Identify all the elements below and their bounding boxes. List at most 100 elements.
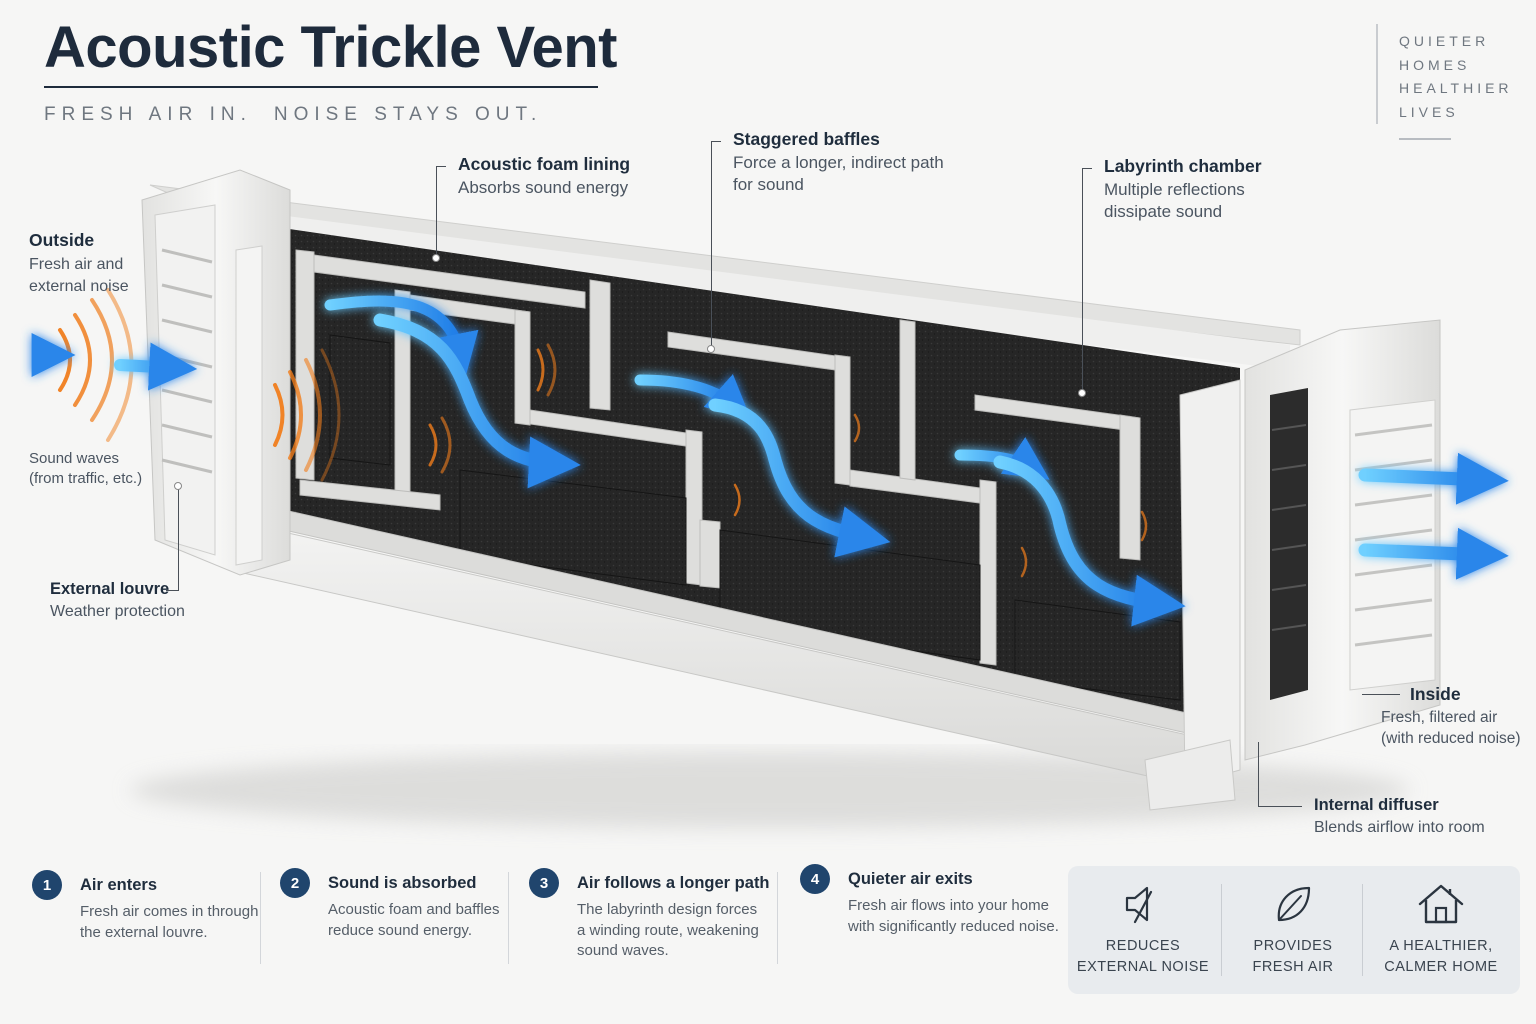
step-2-desc-line-1: Acoustic foam and baffles [328, 901, 500, 918]
callout-external-louvre: External louvre Weather protection [50, 580, 185, 623]
airflow-arrows [4, 295, 1509, 627]
step-divider-2 [508, 872, 509, 964]
benefit-fresh-air: PROVIDES FRESH AIR [1218, 866, 1368, 994]
callout-acoustic-foam-desc: Absorbs sound energy [458, 178, 629, 197]
step-4-desc-line-2: with significantly reduced noise. [848, 917, 1059, 935]
step-1-desc-line-1: Fresh air comes in through [80, 903, 259, 920]
housing-top-lip [240, 210, 1290, 370]
benefits-panel: REDUCES EXTERNAL NOISE PROVIDES FRESH AI… [1068, 866, 1520, 994]
benefit-divider-1 [1221, 884, 1222, 976]
ground-shadow [130, 752, 1410, 828]
benefit-calmer-home: A HEALTHIER, CALMER HOME [1366, 866, 1516, 994]
step-3-title: Air follows a longer path [577, 874, 770, 892]
benefit-reduces-noise-text: REDUCES EXTERNAL NOISE [1068, 936, 1218, 978]
callout-staggered-baffles-desc-1: Force a longer, indirect path [733, 153, 944, 172]
callout-outside-desc-2: external noise [29, 278, 129, 295]
step-3-desc-line-1: The labyrinth design forces [577, 901, 758, 918]
leader-internal-diffuser-v [1258, 742, 1259, 807]
leader-staggered-baffles-dot [707, 345, 715, 353]
benefit-reduces-noise-line-1: REDUCES [1105, 938, 1181, 954]
tagline: FRESH AIR IN. NOISE STAYS OUT. [44, 104, 542, 126]
leaf-icon [1277, 886, 1311, 922]
callout-internal-diffuser-heading: Internal diffuser [1314, 796, 1439, 814]
tagline-part-1: FRESH AIR IN. [44, 104, 252, 125]
callout-labyrinth-chamber: Labyrinth chamber Multiple reflections d… [1104, 156, 1262, 223]
benefit-fresh-air-line-1: PROVIDES [1253, 938, 1333, 954]
callout-sound-waves-desc-1: Sound waves [29, 450, 120, 467]
callout-external-louvre-desc: Weather protection [50, 603, 185, 620]
callout-inside-heading: Inside [1410, 684, 1461, 704]
step-3: 3 Air follows a longer path The labyrint… [529, 866, 775, 986]
step-3-desc-line-3: sound waves. [577, 942, 669, 959]
step-4-title: Quieter air exits [848, 870, 973, 888]
step-2-desc-line-2: reduce sound energy. [328, 921, 472, 939]
callout-external-louvre-heading: External louvre [50, 580, 170, 598]
callout-acoustic-foam-heading: Acoustic foam lining [458, 154, 631, 174]
corner-divider [1376, 24, 1378, 124]
step-2-desc: Acoustic foam and baffles reduce sound e… [328, 900, 500, 941]
step-1-badge: 1 [32, 870, 62, 900]
staggered-baffles [295, 249, 1141, 666]
tagline-part-2: NOISE STAYS OUT. [273, 104, 543, 125]
callout-staggered-baffles: Staggered baffles Force a longer, indire… [733, 129, 944, 196]
step-4-badge: 4 [800, 864, 830, 894]
leader-labyrinth-chamber-dot [1078, 389, 1086, 397]
page-title: Acoustic Trickle Vent [44, 15, 617, 80]
corner-motto: QUIETER HOMES HEALTHIER LIVES [1399, 30, 1513, 124]
benefit-fresh-air-line-2: FRESH AIR [1252, 959, 1334, 975]
step-1-title: Air enters [80, 876, 158, 894]
step-4-desc: Fresh air flows into your home with sign… [848, 896, 1059, 937]
callout-acoustic-foam: Acoustic foam lining Absorbs sound energ… [458, 154, 630, 199]
callout-inside: Inside Fresh, filtered air (with reduced… [1381, 684, 1521, 749]
step-divider-1 [260, 872, 261, 964]
callout-staggered-baffles-desc-2: for sound [733, 175, 804, 194]
step-3-desc-line-2: a winding route, weakening [577, 921, 759, 939]
leader-acoustic-foam [436, 166, 437, 258]
step-1-desc-line-2: the external louvre. [80, 923, 208, 941]
corner-motto-line-2: HOMES [1399, 56, 1471, 73]
callout-staggered-baffles-heading: Staggered baffles [733, 129, 880, 149]
callout-labyrinth-chamber-desc-1: Multiple reflections [1104, 180, 1245, 199]
step-2-title: Sound is absorbed [328, 874, 477, 892]
callout-internal-diffuser-desc: Blends airflow into room [1314, 819, 1485, 836]
corner-underline [1399, 138, 1451, 140]
leader-internal-diffuser [1258, 806, 1302, 807]
callout-inside-desc-1: Fresh, filtered air [1381, 709, 1498, 726]
leader-staggered-baffles [711, 141, 712, 347]
leader-acoustic-foam-dot [432, 254, 440, 262]
step-3-badge: 3 [529, 868, 559, 898]
callout-sound-waves-desc-2: (from traffic, etc.) [29, 470, 143, 487]
title-underline [44, 86, 598, 88]
benefit-calmer-home-line-2: CALMER HOME [1384, 959, 1498, 975]
callout-outside-desc-1: Fresh air and [29, 256, 124, 273]
step-4-desc-line-1: Fresh air flows into your home [848, 897, 1049, 914]
leader-acoustic-foam-tick [436, 166, 446, 167]
callout-labyrinth-chamber-desc-2: dissipate sound [1104, 202, 1223, 221]
leader-external-louvre-v [178, 488, 179, 591]
step-2-badge: 2 [280, 868, 310, 898]
benefit-calmer-home-line-1: A HEALTHIER, [1389, 938, 1493, 954]
step-2: 2 Sound is absorbed Acoustic foam and ba… [280, 866, 506, 986]
leader-external-louvre [166, 590, 178, 591]
leader-external-louvre-dot [174, 482, 182, 490]
step-1-desc: Fresh air comes in through the external … [80, 902, 258, 943]
step-1: 1 Air enters Fresh air comes in through … [32, 868, 258, 988]
benefit-fresh-air-text: PROVIDES FRESH AIR [1218, 936, 1368, 978]
callout-outside: Outside Fresh air and external noise [29, 230, 129, 298]
callout-internal-diffuser: Internal diffuser Blends airflow into ro… [1314, 796, 1485, 839]
benefit-reduces-noise-line-2: EXTERNAL NOISE [1076, 959, 1210, 975]
callout-outside-heading: Outside [29, 230, 95, 250]
leader-inside [1362, 694, 1400, 695]
callout-inside-desc-2: (with reduced noise) [1381, 730, 1521, 747]
corner-motto-line-1: QUIETER [1399, 33, 1490, 49]
step-3-desc: The labyrinth design forces a winding ro… [577, 900, 759, 962]
benefit-calmer-home-text: A HEALTHIER, CALMER HOME [1366, 936, 1516, 978]
callout-labyrinth-chamber-heading: Labyrinth chamber [1104, 156, 1262, 176]
house-icon [1418, 884, 1464, 924]
step-4: 4 Quieter air exits Fresh air flows into… [800, 862, 1062, 982]
leader-labyrinth-chamber-tick [1082, 168, 1092, 169]
speaker-muted-icon [1125, 886, 1153, 924]
corner-motto-line-4: LIVES [1399, 103, 1459, 120]
benefit-reduces-noise: REDUCES EXTERNAL NOISE [1068, 866, 1218, 994]
